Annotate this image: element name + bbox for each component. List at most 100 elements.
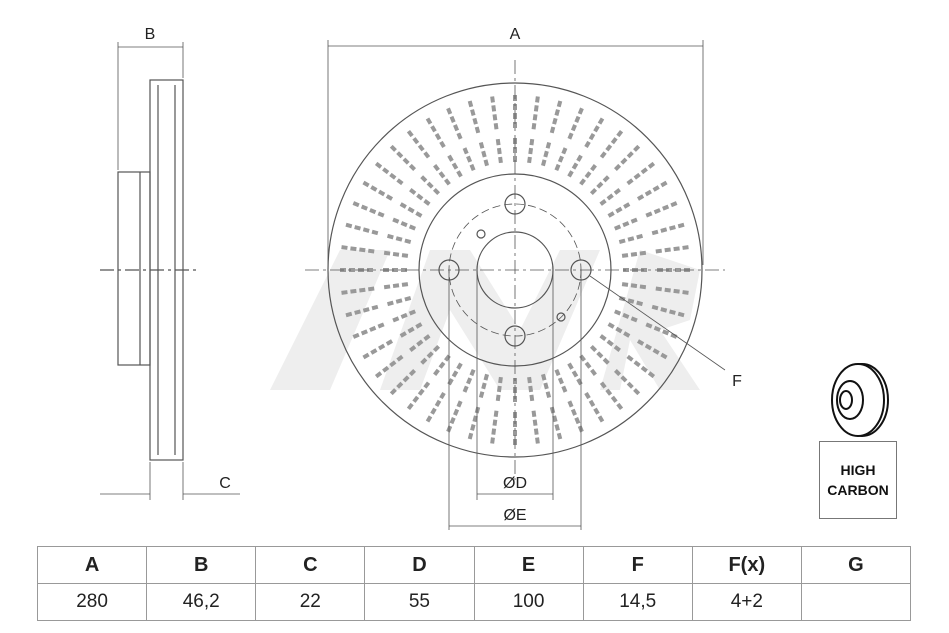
vent-slot [406, 381, 431, 411]
vent-slot [425, 116, 446, 149]
vent-slot [636, 180, 669, 201]
table-row: 280 46,2 22 55 100 14,5 4+2 [36, 583, 912, 621]
vent-slot [361, 339, 394, 360]
vent-slot [383, 282, 409, 290]
vent-slot [495, 376, 503, 402]
vent-slot [618, 233, 644, 244]
vent-slot [374, 161, 404, 186]
vent-slot [478, 373, 489, 399]
vent-slot [389, 144, 417, 172]
value-cell: 280 [36, 583, 148, 621]
vent-slot [447, 362, 463, 386]
vent-slot [420, 344, 441, 365]
vent-slot [340, 286, 375, 295]
high-carbon-badge: HIGH CARBON [819, 441, 897, 519]
vent-slot [614, 309, 638, 323]
header-cell: B [146, 546, 257, 584]
vent-slot [351, 322, 385, 340]
vent-slot [645, 200, 679, 218]
pin-hole [476, 229, 486, 239]
value-cell [800, 583, 912, 621]
disc-thumbnail-icon [831, 363, 889, 437]
dim-label-f: F [732, 373, 742, 390]
vent-slot [599, 334, 621, 352]
vent-slot [490, 410, 499, 445]
vent-slot [579, 164, 597, 186]
header-cell: C [255, 546, 366, 584]
vent-slot [406, 129, 431, 159]
dim-label-e: ØE [503, 507, 526, 524]
vent-slot [614, 217, 638, 231]
vent-slot [527, 138, 535, 164]
table-header-row: A B C D E F F(x) G [36, 546, 912, 584]
vent-slot [462, 147, 476, 171]
vent-slot [626, 161, 656, 186]
header-cell: F(x) [691, 546, 802, 584]
value-cell: 46,2 [146, 583, 257, 621]
value-cell: 22 [255, 583, 366, 621]
vent-slot [599, 129, 624, 159]
vent-slot [541, 141, 552, 167]
vent-slot [445, 106, 463, 140]
vent-slot [392, 217, 416, 231]
vent-slot [554, 369, 568, 393]
vent-slot [420, 175, 441, 196]
header-cell: F [582, 546, 693, 584]
vent-slot [589, 344, 610, 365]
vent-slot [389, 368, 417, 396]
vent-slot [613, 144, 641, 172]
pin-hole [556, 312, 566, 322]
vent-slot [584, 391, 605, 424]
vent-slot [433, 354, 451, 376]
vent-slot [344, 222, 379, 236]
front-view [305, 40, 726, 530]
badge-line-1: HIGH [840, 462, 876, 478]
vent-slot [626, 354, 656, 379]
watermark-logo [270, 250, 700, 390]
side-view [100, 42, 240, 500]
dim-label-a: A [510, 26, 521, 43]
header-cell: A [36, 546, 148, 584]
header-cell: D [364, 546, 475, 584]
vent-slot [567, 106, 585, 140]
value-cell: 4+2 [691, 583, 802, 621]
vent-slot [374, 354, 404, 379]
vent-slot [445, 400, 463, 434]
vent-slot [607, 202, 631, 218]
vent-slot [531, 410, 540, 445]
vent-slot [549, 99, 563, 134]
vent-slot [531, 95, 540, 130]
vent-slot [361, 180, 394, 201]
vent-slot [584, 116, 605, 149]
vent-slot [527, 376, 535, 402]
header-cell: E [473, 546, 584, 584]
vent-slot [599, 188, 621, 206]
vent-slot [478, 141, 489, 167]
vent-slot [386, 296, 412, 307]
vent-slot [447, 154, 463, 178]
vent-slot [655, 286, 690, 295]
value-cell: 100 [473, 583, 584, 621]
vent-slot [392, 309, 416, 323]
vent-slot [651, 304, 686, 318]
vent-slot [462, 369, 476, 393]
vent-slot [409, 188, 431, 206]
vent-slot [467, 99, 481, 134]
vent-slot [636, 339, 669, 360]
vent-slot [340, 245, 375, 254]
vent-slot [567, 154, 583, 178]
vent-slot [554, 147, 568, 171]
vent-slot [655, 245, 690, 254]
vent-slot [651, 222, 686, 236]
vent-slot [621, 282, 647, 290]
vent-slots [339, 94, 691, 446]
vent-slot [599, 381, 624, 411]
badge-line-2: CARBON [827, 482, 889, 498]
dim-label-c: C [219, 475, 231, 492]
vent-slot [613, 368, 641, 396]
vent-slot [351, 200, 385, 218]
vent-slot [567, 400, 585, 434]
dim-label-b: B [145, 26, 156, 43]
vent-slot [495, 138, 503, 164]
